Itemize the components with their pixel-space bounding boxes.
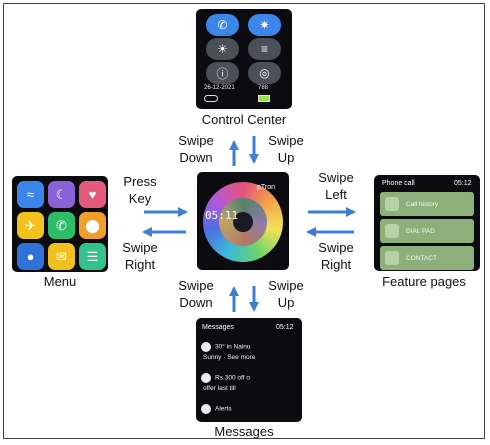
watch-time: 05:11 xyxy=(205,209,239,222)
menu-label: Menu xyxy=(43,274,77,289)
cc-date: 26-12-2021 xyxy=(204,85,235,91)
call-history-row[interactable]: Call history xyxy=(380,192,474,216)
cc-link-icon xyxy=(204,95,218,102)
battery-icon xyxy=(258,95,270,102)
brightness-icon[interactable]: ✷ xyxy=(248,14,281,36)
dialpad-icon xyxy=(385,224,399,238)
weather-icon[interactable]: ● xyxy=(17,243,44,270)
contact-icon xyxy=(385,251,399,265)
chat-icon[interactable]: ☰ xyxy=(79,243,106,270)
sleep-icon[interactable]: ☾ xyxy=(48,181,75,208)
messages-header: Messages xyxy=(202,324,234,331)
list-icon[interactable]: ≡ xyxy=(248,38,281,60)
menu-screen: ≈☾♥ ✈✆⬤ ●✉☰ xyxy=(12,176,108,272)
settings-icon[interactable]: ◎ xyxy=(248,62,281,84)
phone-icon[interactable]: ✆ xyxy=(206,14,239,36)
info-icon[interactable]: ⓘ xyxy=(206,62,239,84)
run-icon[interactable]: ✈ xyxy=(17,212,44,239)
contact-row[interactable]: CONTACT xyxy=(380,246,474,270)
heart-icon[interactable]: ♥ xyxy=(79,181,106,208)
activity-icon[interactable]: ≈ xyxy=(17,181,44,208)
messages-label: Messages xyxy=(214,424,274,439)
control-center-screen: ✆ ✷ ☀ ≡ ⓘ ◎ 26-12-2021 788 xyxy=(196,9,292,109)
sun-icon[interactable]: ☀ xyxy=(206,38,239,60)
watchface-screen: pTron 05:11 xyxy=(197,172,289,270)
watch-brand: pTron xyxy=(257,184,276,191)
history-icon xyxy=(385,197,399,211)
offer-icon xyxy=(201,373,211,383)
weather-icon xyxy=(201,342,211,352)
cc-extra: 788 xyxy=(258,85,269,91)
temperature-icon[interactable]: ⬤ xyxy=(79,212,106,239)
feature-time: 05:12 xyxy=(454,180,472,187)
message-item[interactable]: Alerts xyxy=(201,404,297,414)
dial-pad-row[interactable]: DIAL PAD xyxy=(380,219,474,243)
feature-pages-screen: Phone call 05:12 Call history DIAL PAD C… xyxy=(374,175,480,271)
message-icon[interactable]: ✉ xyxy=(48,243,75,270)
messages-time: 05:12 xyxy=(276,324,294,331)
call-icon[interactable]: ✆ xyxy=(48,212,75,239)
feature-header: Phone call xyxy=(382,180,415,187)
feature-pages-label: Feature pages xyxy=(382,274,466,289)
alert-icon xyxy=(201,404,211,414)
control-center-label: Control Center xyxy=(201,112,287,127)
diagram-frame xyxy=(3,3,485,439)
